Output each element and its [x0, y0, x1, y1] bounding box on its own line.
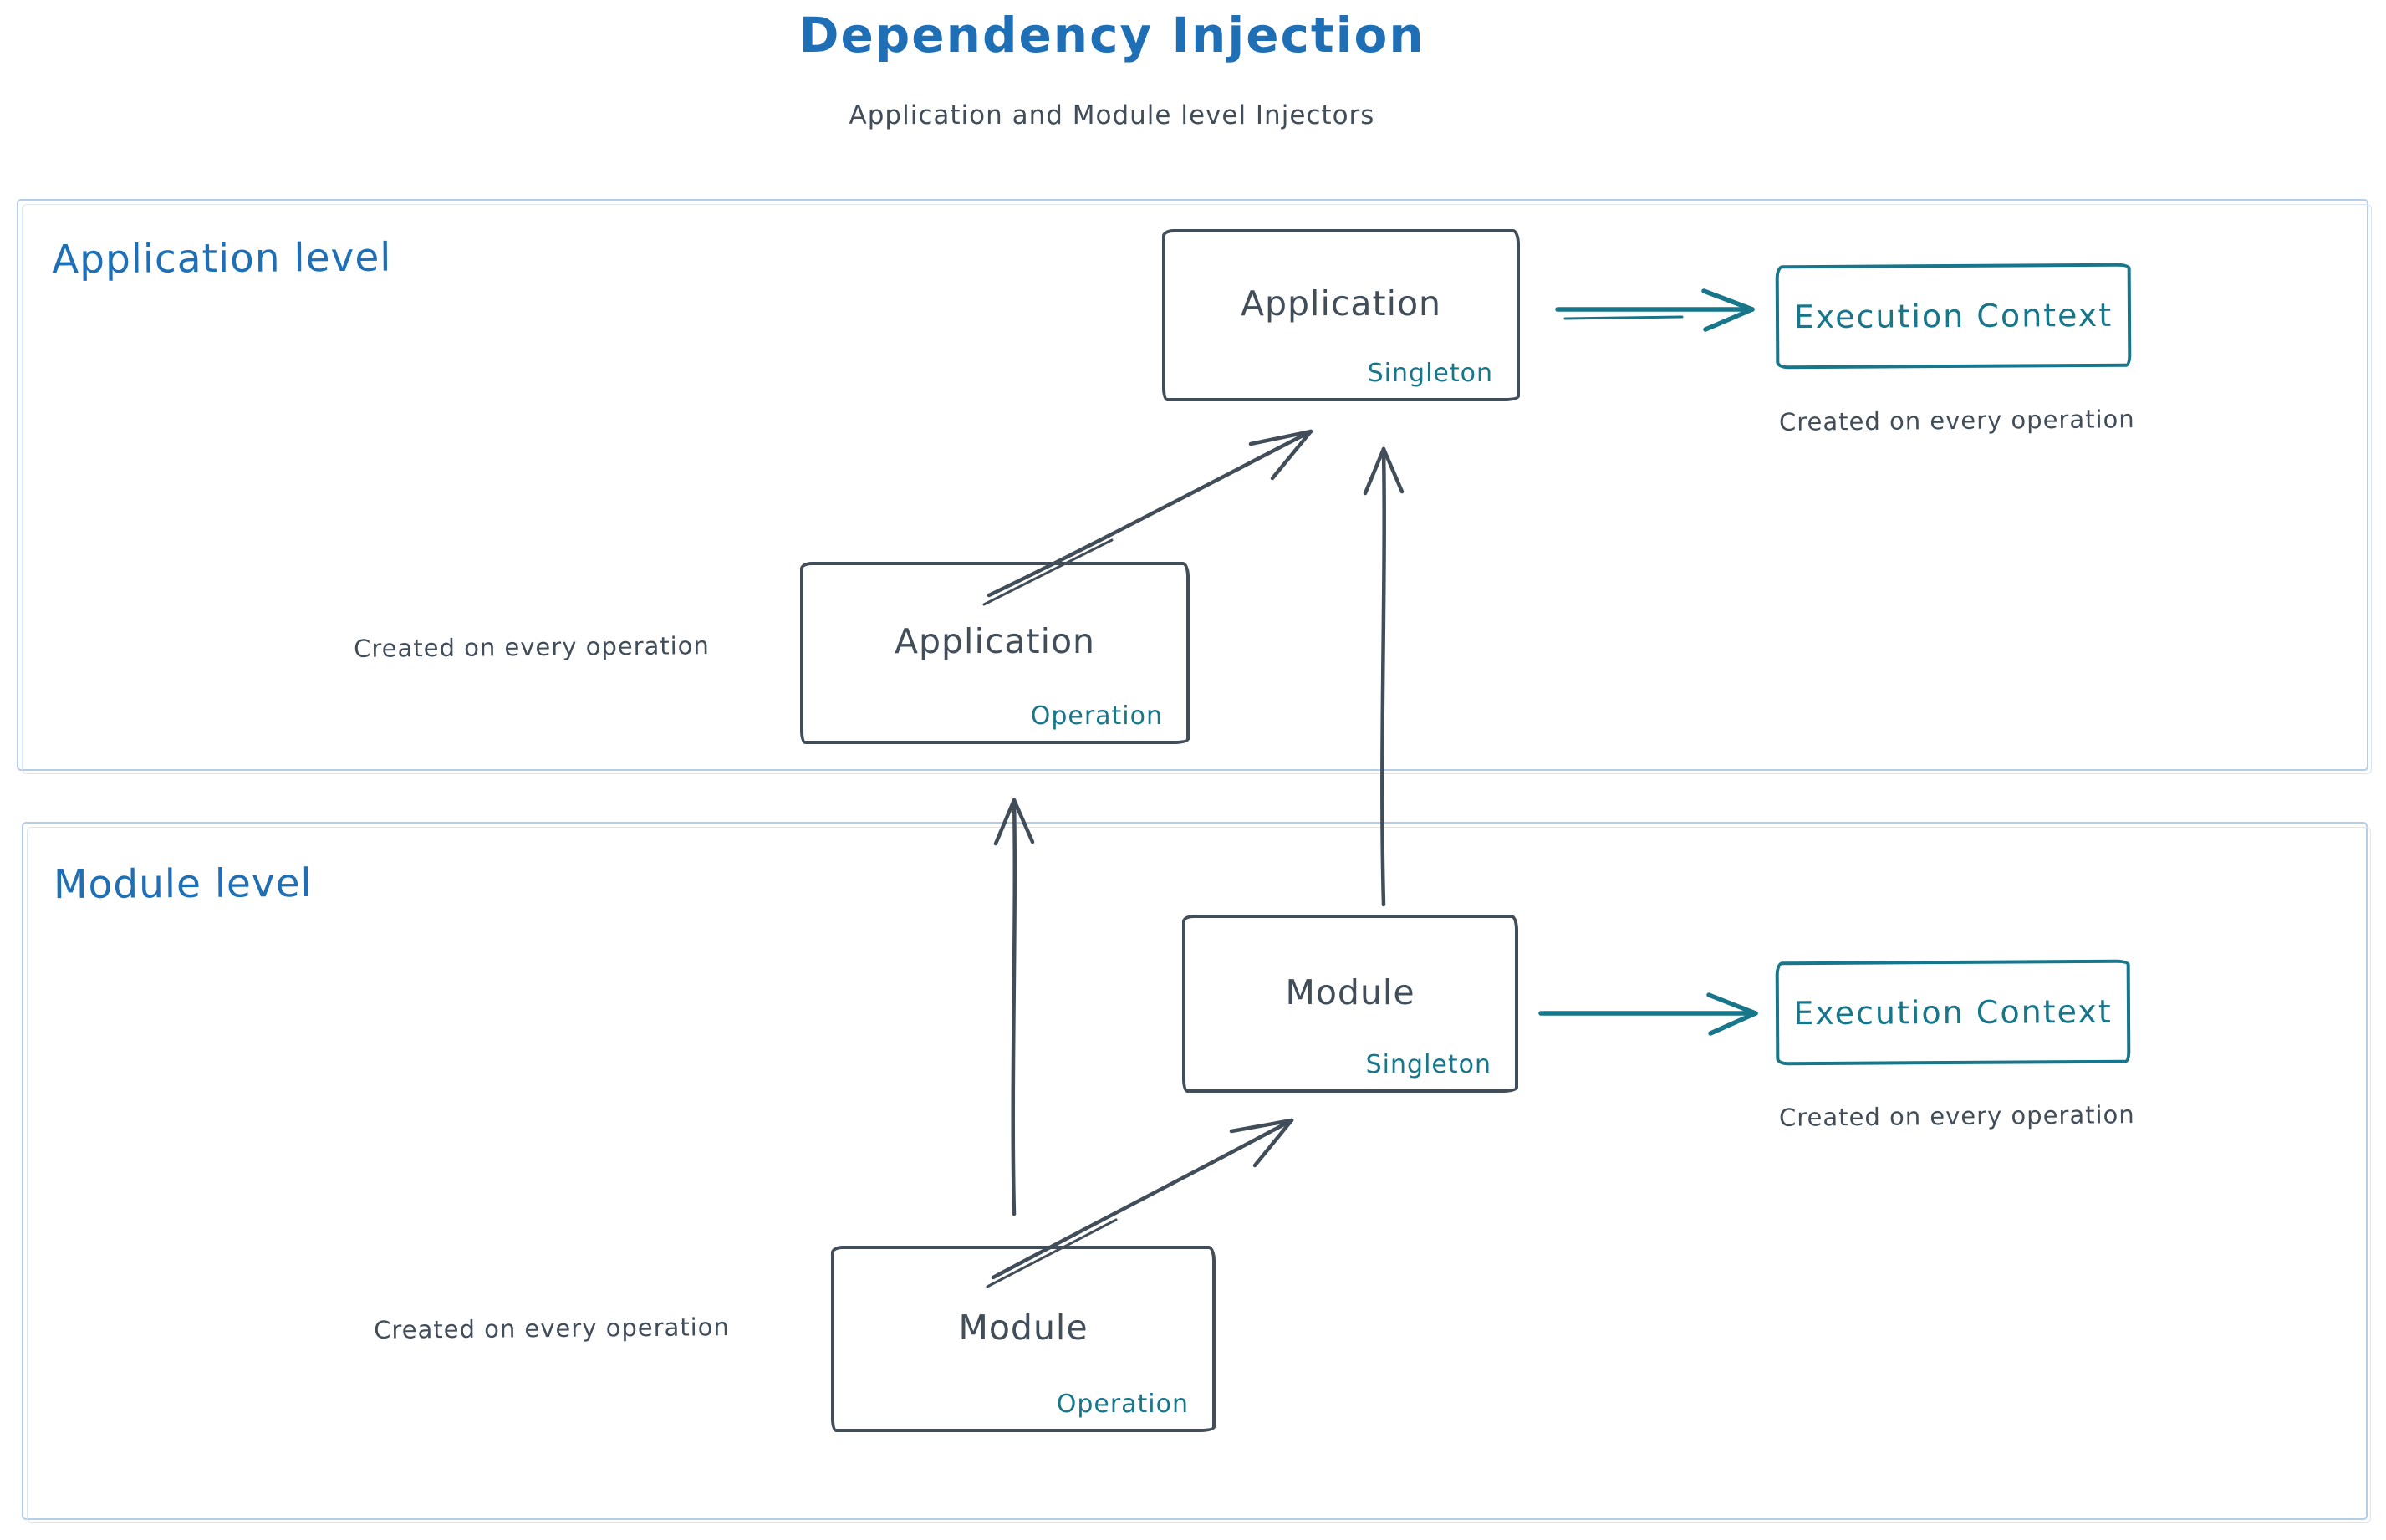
caption-module-execution: Created on every operation	[1778, 1100, 2135, 1132]
node-module-singleton-tag: Singleton	[1365, 1050, 1491, 1079]
node-module-operation: Module Operation	[831, 1246, 1216, 1432]
node-execution-context-application: Execution Context	[1775, 263, 2132, 370]
node-execution-context-module: Execution Context	[1775, 959, 2131, 1066]
node-application-operation-title: Application	[894, 621, 1096, 661]
node-module-singleton-title: Module	[1285, 971, 1415, 1012]
caption-application-operation: Created on every operation	[354, 631, 710, 663]
caption-application-execution: Created on every operation	[1778, 405, 2135, 436]
application-level-label: Application level	[51, 234, 392, 283]
caption-module-operation: Created on every operation	[374, 1313, 730, 1344]
page-subtitle: Application and Module level Injectors	[849, 100, 1375, 130]
page-title: Dependency Injection	[798, 7, 1425, 64]
node-application-singleton-title: Application	[1240, 283, 1442, 324]
execution-context-application-title: Execution Context	[1793, 296, 2113, 336]
execution-context-module-title: Execution Context	[1793, 992, 2113, 1033]
module-level-label: Module level	[53, 859, 313, 909]
node-application-operation-tag: Operation	[1030, 701, 1163, 731]
node-application-operation: Application Operation	[800, 562, 1190, 744]
node-module-operation-tag: Operation	[1056, 1390, 1189, 1419]
node-application-singleton: Application Singleton	[1162, 229, 1520, 401]
node-application-singleton-tag: Singleton	[1367, 359, 1493, 388]
node-module-singleton: Module Singleton	[1182, 915, 1518, 1093]
node-module-operation-title: Module	[958, 1307, 1088, 1348]
